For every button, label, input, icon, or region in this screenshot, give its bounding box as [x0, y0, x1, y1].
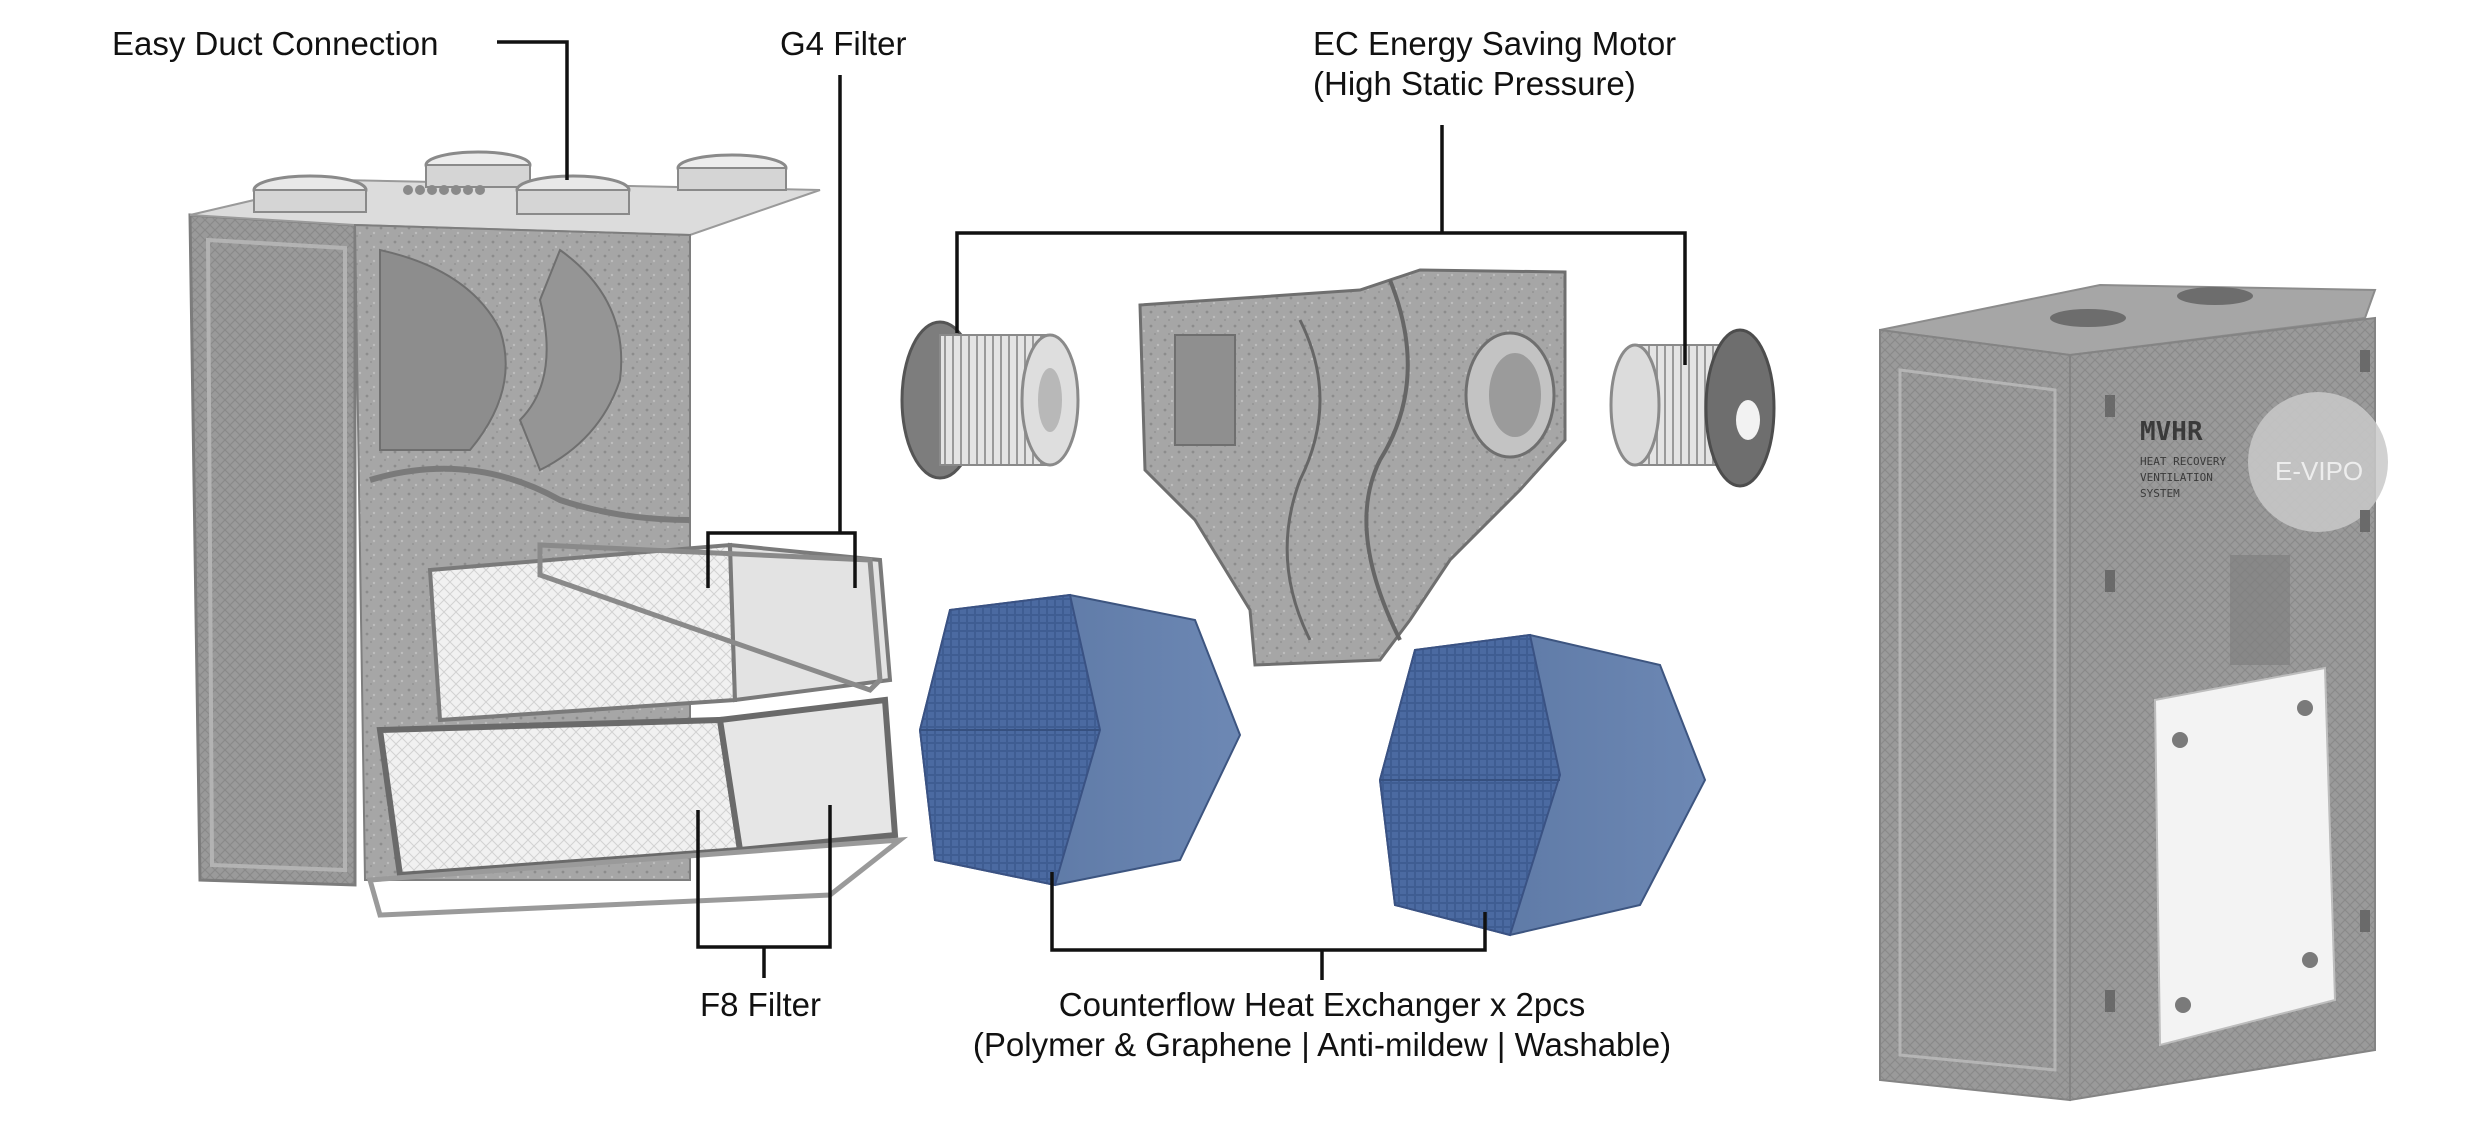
g4-filter-part	[427, 542, 893, 723]
closed-unit: MVHR HEAT RECOVERY VENTILATION SYSTEM E-…	[1879, 283, 2388, 1102]
heat-exchanger-left	[918, 593, 1242, 887]
closed-unit-side	[1879, 328, 2071, 1102]
leader-g4-bracket	[706, 531, 857, 588]
foam-fan-housing	[1138, 268, 1567, 667]
foam-divider	[369, 465, 691, 523]
side-clips	[2105, 350, 2370, 1012]
model-mark: MVHR	[2140, 417, 2203, 447]
model-line-3: SYSTEM	[2140, 487, 2180, 500]
label-heat-exchanger-line1: Counterflow Heat Exchanger x 2pcs	[1058, 986, 1586, 1023]
left-fan	[900, 320, 1080, 480]
label-ec-motor-line2: (High Static Pressure)	[1313, 65, 1636, 102]
label-g4-filter: G4 Filter	[780, 25, 907, 62]
access-panel	[2153, 666, 2337, 1047]
f8-filter-part	[366, 696, 909, 918]
label-easy-duct-connection: Easy Duct Connection	[112, 25, 439, 62]
unit-side-panel	[188, 213, 357, 887]
foam-channel-upper	[379, 248, 507, 451]
label-ec-motor: EC Energy Saving Motor (High Static Pres…	[1313, 24, 1676, 104]
model-line-2: VENTILATION	[2140, 471, 2213, 484]
service-window	[2230, 555, 2290, 665]
leader-motor-bracket	[955, 231, 1687, 365]
foam-channel-right	[518, 248, 623, 472]
duct-spigots	[252, 150, 788, 215]
label-heat-exchanger-line2: (Polymer & Graphene | Anti-mildew | Wash…	[972, 1026, 1672, 1063]
leader-duct	[497, 40, 569, 180]
closed-unit-side-inset	[1898, 368, 2057, 1072]
leader-hx-bracket	[1050, 872, 1487, 952]
right-fan	[1609, 328, 1776, 488]
leader-lines	[497, 40, 1687, 980]
label-heat-exchanger: Counterflow Heat Exchanger x 2pcs (Polym…	[973, 985, 1671, 1065]
model-line-1: HEAT RECOVERY	[2140, 455, 2226, 468]
unit-front-rim	[205, 237, 347, 873]
brand-disc	[2248, 392, 2388, 532]
brand-mark: E-VIPO	[2275, 456, 2363, 486]
label-ec-motor-line1: EC Energy Saving Motor	[1313, 25, 1677, 62]
heat-exchanger-right	[1378, 633, 1707, 937]
label-f8-filter: F8 Filter	[700, 986, 822, 1023]
open-unit	[188, 150, 909, 918]
panel-screws	[2172, 700, 2318, 1013]
